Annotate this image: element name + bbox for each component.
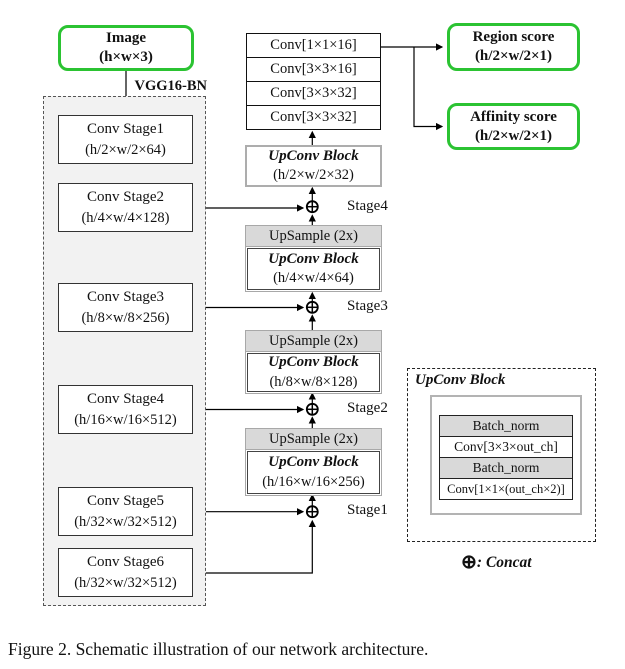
conv-stage6-box: Conv Stage6 (h/32×w/32×512) xyxy=(58,548,193,597)
upconv-block-top: UpConv Block (h/2×w/2×32) xyxy=(245,145,382,187)
region-score-dims: (h/2×w/2×1) xyxy=(474,48,553,64)
upconv-block-stage4: UpSample (2x) UpConv Block (h/4×w/4×64) xyxy=(245,225,382,292)
conv-stage4-box: Conv Stage4 (h/16×w/16×512) xyxy=(58,385,193,434)
upconv-block-stage2: UpSample (2x) UpConv Block (h/16×w/16×25… xyxy=(245,428,382,496)
upconv-detail-label: UpConv Block xyxy=(415,372,506,388)
upconv-block-stage3: UpSample (2x) UpConv Block (h/8×w/8×128) xyxy=(245,330,382,394)
conv-stage4-name: Conv Stage4 xyxy=(86,390,165,407)
conv-stage5-box: Conv Stage5 (h/32×w/32×512) xyxy=(58,487,193,536)
conv-stage2-box: Conv Stage2 (h/4×w/4×128) xyxy=(58,183,193,232)
stage-label-3: Stage3 xyxy=(347,298,388,314)
concat-legend: ⊕: Concat xyxy=(461,551,532,574)
conv-stage2-dims: (h/4×w/4×128) xyxy=(81,209,170,226)
upconv-dims: (h/4×w/4×64) xyxy=(273,270,354,286)
upconv-title: UpConv Block xyxy=(268,354,359,370)
stage-label-1: Stage1 xyxy=(347,502,388,518)
input-image-title: Image xyxy=(106,30,146,46)
upsample-header: UpSample (2x) xyxy=(246,331,381,352)
upconv-top-dims: (h/2×w/2×32) xyxy=(273,167,354,183)
concat-node-stage3 xyxy=(305,300,319,314)
conv-stack-row: Conv[3×3×32] xyxy=(247,105,380,129)
stage-label-2: Stage2 xyxy=(347,400,388,416)
conv-stage4-dims: (h/16×w/16×512) xyxy=(74,411,177,428)
affinity-score-title: Affinity score xyxy=(470,108,557,125)
backbone-label: VGG16-BN xyxy=(134,78,208,94)
input-image-dims: (h×w×3) xyxy=(99,49,153,65)
concat-node-stage4 xyxy=(305,200,319,214)
concat-node-stage1 xyxy=(305,505,319,519)
upconv-dims: (h/16×w/16×256) xyxy=(262,473,365,490)
upconv-detail-rows: Batch_norm Conv[3×3×out_ch] Batch_norm C… xyxy=(439,415,573,500)
conv-row: Conv[1×1×(out_ch×2)] xyxy=(440,478,572,499)
upconv-top-title: UpConv Block xyxy=(268,148,359,164)
upconv-dims: (h/8×w/8×128) xyxy=(269,373,358,390)
upsample-header: UpSample (2x) xyxy=(246,429,381,450)
conv-stage1-box: Conv Stage1 (h/2×w/2×64) xyxy=(58,115,193,164)
concat-nodes xyxy=(305,200,319,519)
upconv-title: UpConv Block xyxy=(268,250,359,267)
conv-row: Conv[3×3×out_ch] xyxy=(440,436,572,457)
upconv-title: UpConv Block xyxy=(268,454,359,470)
affinity-score-dims: (h/2×w/2×1) xyxy=(474,127,553,144)
conv-stage2-name: Conv Stage2 xyxy=(86,188,165,205)
conv-stage5-dims: (h/32×w/32×512) xyxy=(74,513,177,530)
region-score-box: Region score (h/2×w/2×1) xyxy=(447,23,580,71)
stage-label-4: Stage4 xyxy=(347,198,388,214)
conv-stage3-dims: (h/8×w/8×256) xyxy=(81,309,170,326)
batch-norm-row: Batch_norm xyxy=(440,416,572,436)
conv-stage6-dims: (h/32×w/32×512) xyxy=(74,574,177,591)
figure-caption: Figure 2. Schematic illustration of our … xyxy=(8,639,429,659)
conv-stage6-name: Conv Stage6 xyxy=(86,553,165,570)
conv-stage1-dims: (h/2×w/2×64) xyxy=(85,141,166,158)
affinity-score-box: Affinity score (h/2×w/2×1) xyxy=(447,103,580,150)
concat-symbol: ⊕ xyxy=(461,552,477,573)
conv-stage3-name: Conv Stage3 xyxy=(86,288,165,305)
final-conv-stack: Conv[1×1×16] Conv[3×3×16] Conv[3×3×32] C… xyxy=(246,33,381,130)
batch-norm-row: Batch_norm xyxy=(440,457,572,478)
conv-stack-row: Conv[3×3×16] xyxy=(247,57,380,81)
upsample-header: UpSample (2x) xyxy=(246,226,381,247)
input-image-box: Image (h×w×3) xyxy=(58,25,194,71)
concat-label: : Concat xyxy=(476,554,532,571)
conv-stack-row: Conv[3×3×32] xyxy=(247,81,380,105)
conv-stage1-name: Conv Stage1 xyxy=(86,120,165,137)
conv-stage3-box: Conv Stage3 (h/8×w/8×256) xyxy=(58,283,193,332)
conv-stack-row: Conv[1×1×16] xyxy=(247,34,380,57)
concat-node-stage2 xyxy=(305,402,319,416)
region-score-title: Region score xyxy=(472,29,555,45)
conv-stage5-name: Conv Stage5 xyxy=(86,492,165,509)
